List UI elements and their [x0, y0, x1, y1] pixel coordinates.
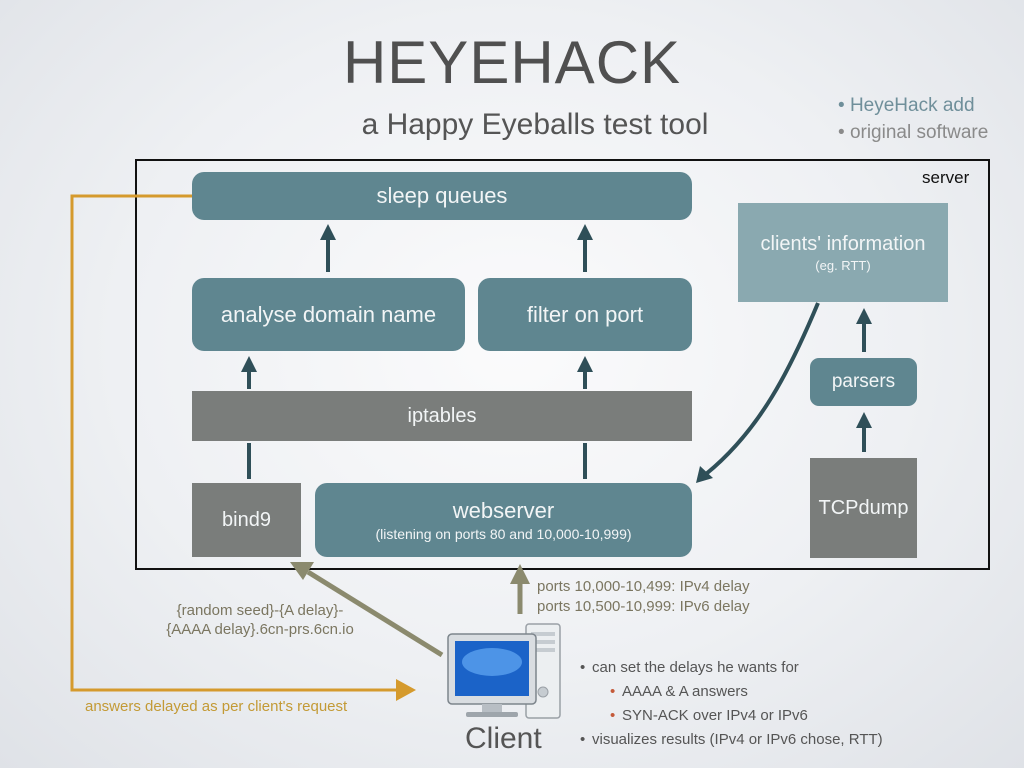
client-label: Client: [465, 722, 542, 755]
tcpdump-box: TCPdump: [810, 458, 917, 558]
ports-ipv6-label: ports 10,500-10,999: IPv6 delay: [537, 598, 750, 615]
webserver-sublabel: (listening on ports 80 and 10,000-10,999…: [375, 526, 632, 542]
sleep-queues-box: sleep queues: [192, 172, 692, 220]
dns-name-line1: {random seed}-{A delay}-: [176, 602, 344, 619]
bullet-icon: •: [580, 659, 586, 676]
legend: • HeyeHack add • original software: [838, 92, 988, 146]
bind9-box: bind9: [192, 483, 301, 557]
client-note-subitem: • SYN-ACK over IPv4 or IPv6: [580, 704, 883, 728]
legend-item-heyehack-add: • HeyeHack add: [838, 95, 975, 116]
server-label: server: [922, 168, 970, 187]
client-note-item: • can set the delays he wants for: [580, 656, 883, 680]
arrow-clients-to-webserver: [704, 302, 820, 476]
clients-info-box: clients' information (eg. RTT): [738, 203, 948, 302]
arrowhead-clients-to-webserver: [696, 466, 713, 483]
webserver-label: webserver: [452, 498, 555, 523]
parsers-label: parsers: [831, 371, 896, 392]
arrowhead-client-to-bind9: [290, 562, 314, 580]
tcpdump-label: TCPdump: [818, 496, 909, 519]
dns-name-note: {random seed}-{A delay}- {AAAA delay}.6c…: [140, 601, 380, 639]
port-delays-note: ports 10,000-10,499: IPv4 delay ports 10…: [537, 577, 750, 617]
client-computer-icon: [447, 623, 561, 719]
legend-label-original-software: original software: [849, 122, 989, 143]
arrowhead-web-to-filter: [577, 356, 593, 372]
arrowhead-client-to-webserver: [510, 564, 530, 584]
filter-port-label: filter on port: [526, 301, 644, 327]
bullet-icon: •: [610, 707, 616, 724]
arrow-client-to-bind9: [306, 569, 444, 658]
parsers-box: parsers: [810, 358, 917, 406]
client-note-text: visualizes results (IPv4 or IPv6 chose, …: [592, 731, 883, 748]
legend-item-original-software: • original software: [838, 122, 989, 143]
answers-return-arrowhead: [396, 679, 416, 701]
arrowhead-tcpdump-to-parsers: [856, 412, 872, 428]
client-notes: • can set the delays he wants for • AAAA &…: [580, 656, 883, 752]
dns-name-line2: {AAAA delay}.6cn-prs.6cn.io: [166, 621, 354, 638]
iptables-label: iptables: [407, 404, 477, 427]
client-note-text: can set the delays he wants for: [592, 659, 799, 676]
arrowhead-analyse-to-sleep: [320, 224, 336, 240]
iptables-box: iptables: [192, 391, 692, 441]
bind9-label: bind9: [222, 508, 271, 531]
ports-ipv4-label: ports 10,000-10,499: IPv4 delay: [537, 578, 750, 595]
bullet-icon: •: [580, 731, 586, 748]
legend-label-heyehack-add: HeyeHack add: [849, 95, 975, 116]
filter-port-box: filter on port: [478, 278, 692, 351]
page-title: HEYEHACK: [342, 29, 682, 96]
client-note-text: SYN-ACK over IPv4 or IPv6: [622, 707, 808, 724]
page-subtitle: a Happy Eyeballs test tool: [361, 108, 709, 141]
clients-info-label: clients' information: [760, 232, 926, 255]
answers-delayed-note: answers delayed as per client's request: [85, 698, 348, 715]
answers-return-line: [70, 194, 398, 692]
arrowhead-bind9-to-analyse: [241, 356, 257, 372]
client-note-text: AAAA & A answers: [622, 683, 748, 700]
client-note-subitem: • AAAA & A answers: [580, 680, 883, 704]
arrowhead-filter-to-sleep: [577, 224, 593, 240]
analyse-domain-box: analyse domain name: [192, 278, 465, 351]
sleep-queues-label: sleep queues: [376, 183, 508, 208]
client-note-item: • visualizes results (IPv4 or IPv6 chose,…: [580, 728, 883, 752]
arrowhead-parsers-to-clients: [856, 308, 872, 324]
analyse-domain-label: analyse domain name: [220, 301, 437, 327]
webserver-box: webserver (listening on ports 80 and 10,…: [315, 483, 692, 557]
bullet-icon: •: [610, 683, 616, 700]
server-frame: [135, 159, 990, 570]
clients-info-sublabel: (eg. RTT): [815, 257, 871, 273]
